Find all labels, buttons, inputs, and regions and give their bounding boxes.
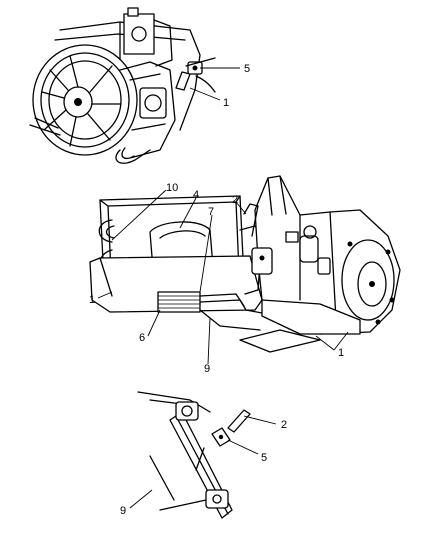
callout-2-middle: 2: [232, 194, 238, 206]
engine-fan-assembly: [29, 7, 216, 164]
callout-1-right: 1: [338, 347, 344, 359]
cooler-line-detail: [137, 391, 251, 519]
transmission-cooler-assembly: [89, 175, 401, 353]
callout-1-left: 1: [89, 294, 95, 306]
callout-5-bottom: 5: [261, 452, 267, 464]
callout-group-top: 5 1: [189, 63, 250, 109]
callout-2-bottom: 2: [281, 419, 287, 431]
callout-9-middle: 9: [204, 363, 210, 375]
callout-10: 10: [166, 182, 178, 194]
callout-5-top: 5: [244, 63, 250, 75]
callout-7: 7: [208, 206, 214, 218]
callout-4: 4: [193, 189, 199, 201]
callout-group-bottom: 2 5 9: [120, 415, 287, 517]
callout-1-top: 1: [223, 97, 229, 109]
callout-group-middle: 10 4 2 7 1 6 9 1: [89, 182, 349, 375]
callout-9-bottom: 9: [120, 505, 126, 517]
callout-6: 6: [139, 332, 145, 344]
